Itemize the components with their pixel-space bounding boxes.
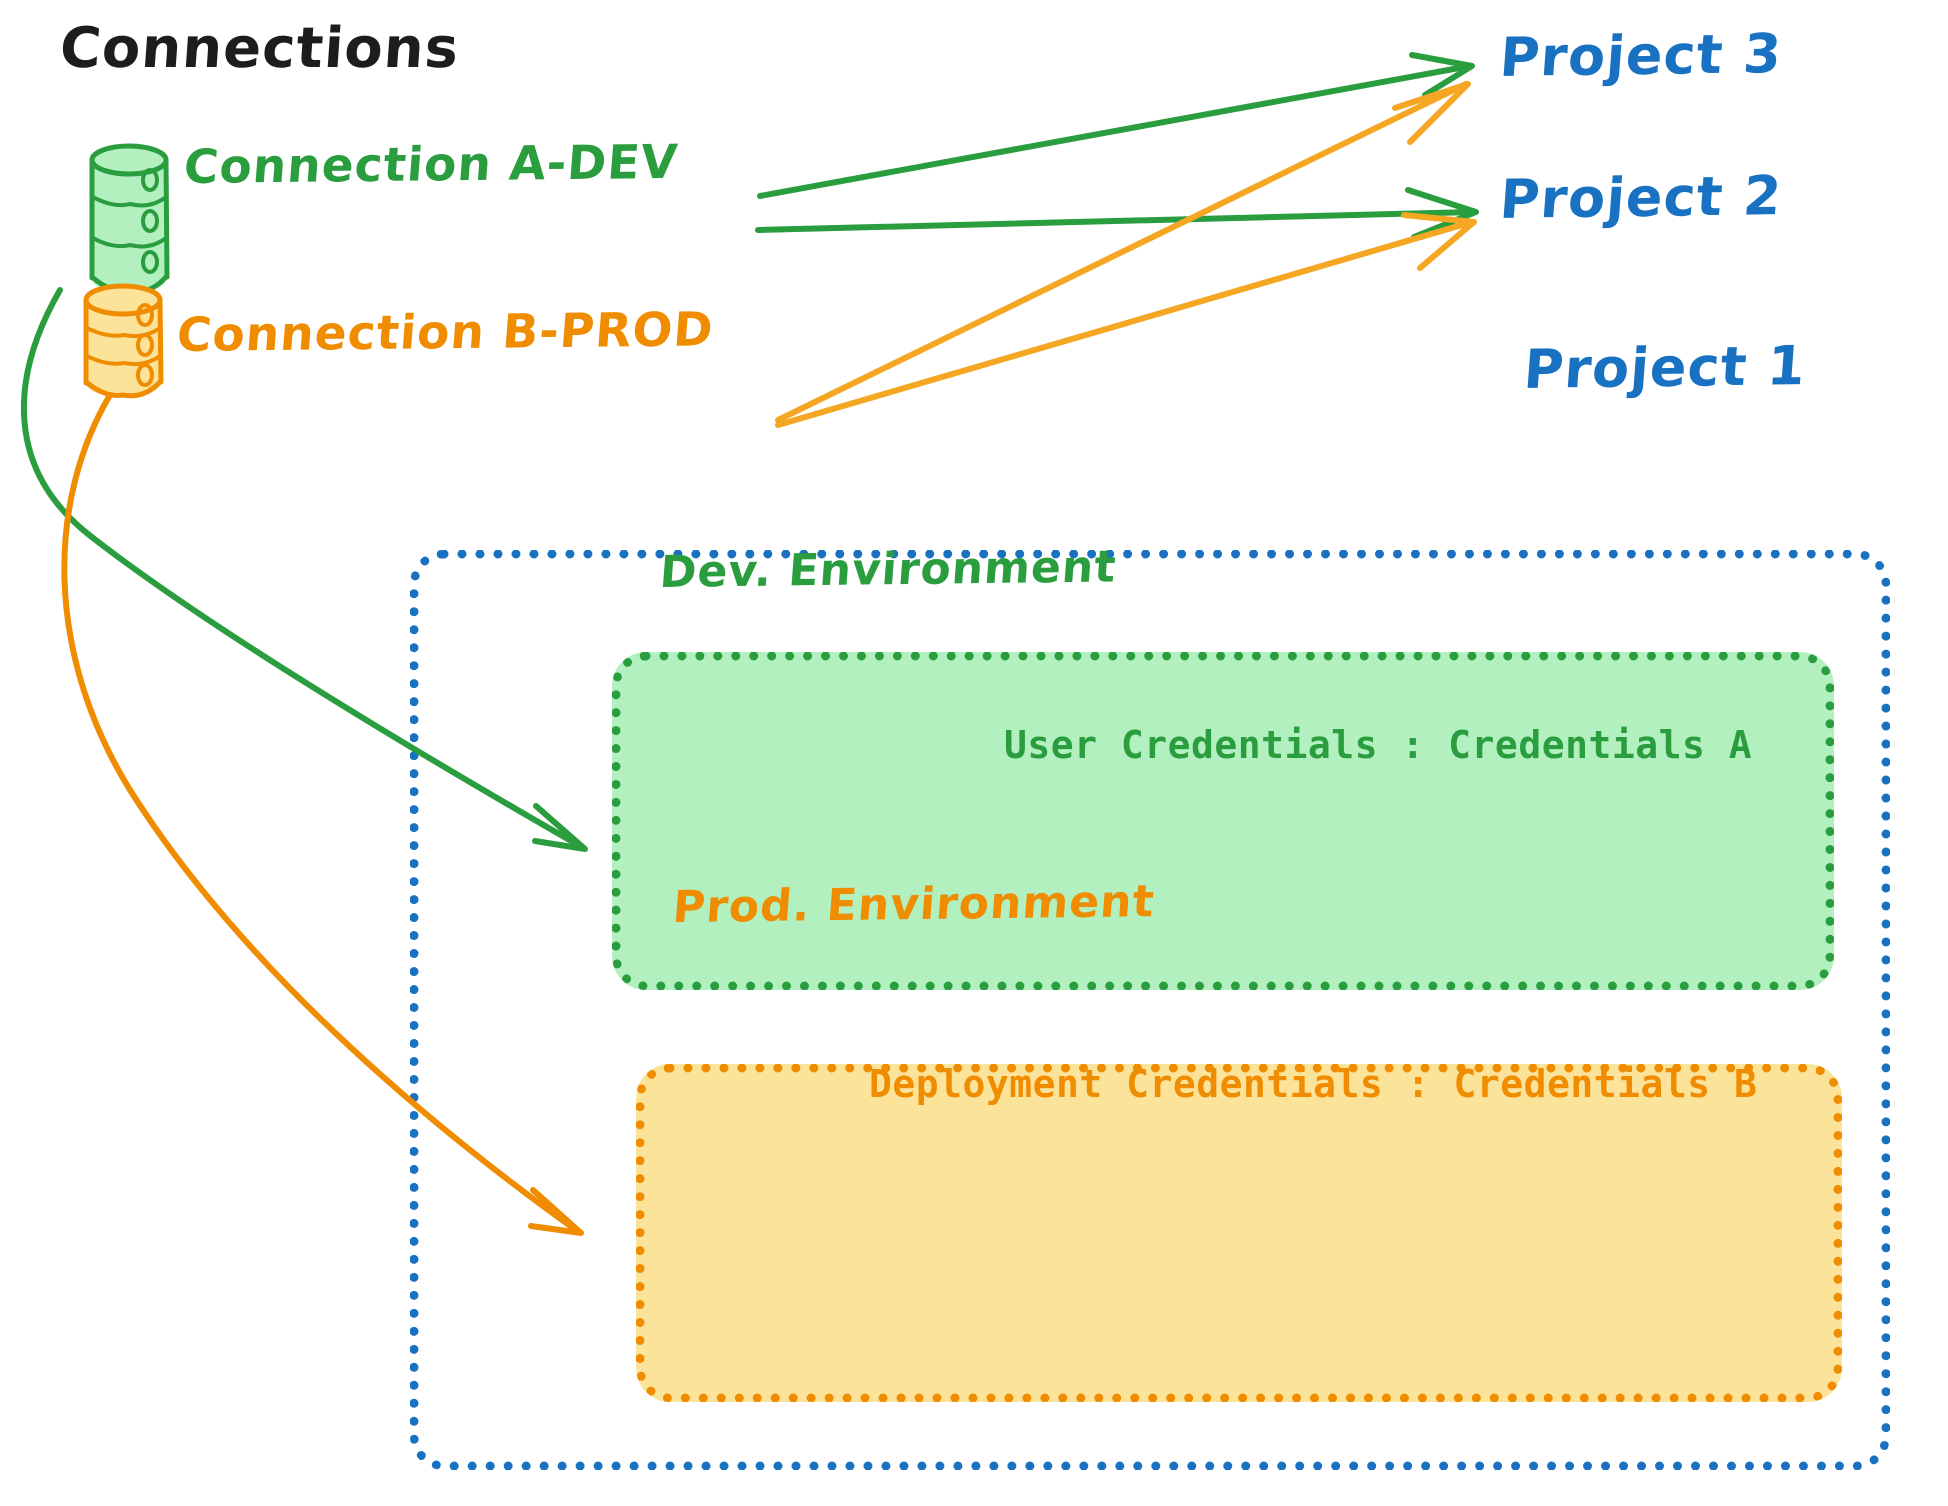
project-1-label[interactable]: Project 1	[1521, 334, 1809, 401]
dev-environment-credentials: User Credentials : Credentials A	[1004, 723, 1753, 767]
prod-environment-credentials: Deployment Credentials : Credentials B	[869, 1062, 1758, 1106]
page-title: Connections	[57, 16, 462, 81]
project-2-label[interactable]: Project 2	[1497, 164, 1785, 231]
dev-environment-title: Dev. Environment	[658, 541, 1119, 598]
project-1-container	[410, 550, 1890, 1470]
dev-environment-box[interactable]	[612, 652, 1834, 990]
prod-environment-box[interactable]	[636, 1064, 1842, 1402]
project-3-label[interactable]: Project 3	[1497, 22, 1785, 89]
connection-b-label[interactable]: Connection B-PROD	[174, 302, 716, 363]
edge-conn-a-to-dev-environment	[20, 287, 588, 852]
edge-conn-b-to-project-2	[775, 212, 1477, 428]
edge-conn-a-to-project-2	[755, 187, 1479, 240]
prod-environment-title: Prod. Environment	[671, 876, 1157, 933]
edge-conn-b-to-prod-environment	[61, 392, 584, 1236]
database-icon-conn-a[interactable]	[89, 143, 170, 295]
edge-conn-a-to-project-3	[757, 52, 1475, 199]
database-icon-conn-b[interactable]	[83, 283, 164, 399]
edge-conn-b-to-project-3	[775, 81, 1471, 423]
connection-a-label[interactable]: Connection A-DEV	[181, 134, 681, 195]
